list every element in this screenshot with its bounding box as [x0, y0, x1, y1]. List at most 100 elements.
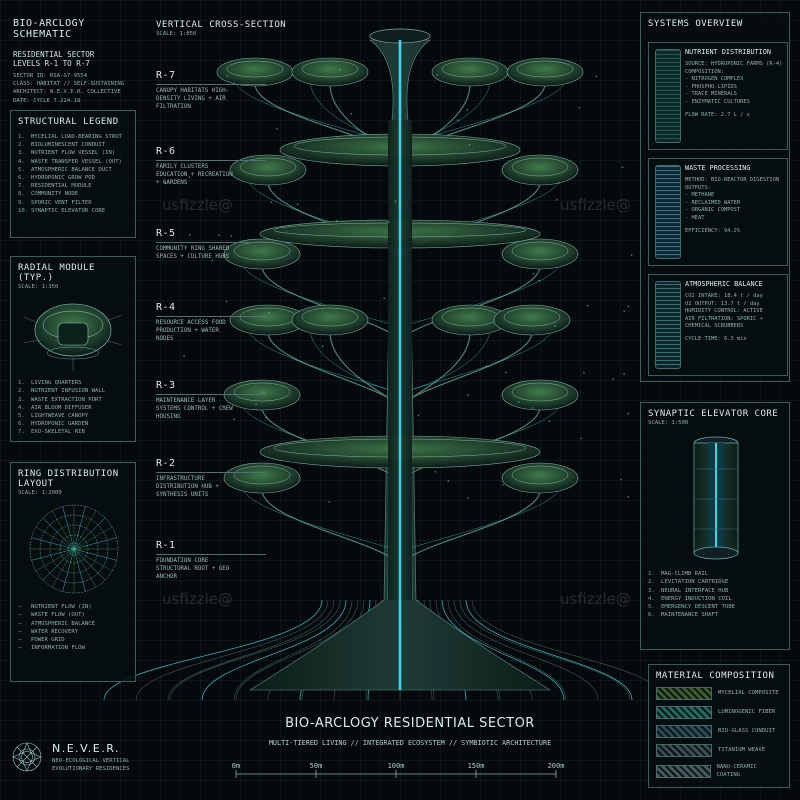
elevator-item: 6.MAINTENANCE SHAFT — [648, 611, 782, 619]
material-swatch — [656, 744, 712, 757]
ring-layout-panel: RING DISTRIBUTION LAYOUT SCALE: 1:2000 —… — [10, 462, 136, 682]
level-leader-line — [156, 84, 266, 85]
nutrient-line: - TRACE MINERALS — [685, 91, 783, 99]
radial-module-title: RADIAL MODULE (TYP.) — [18, 263, 128, 283]
bioluminescent-point — [255, 403, 257, 405]
legend-label: LIGHTWEAVE CANOPY — [31, 412, 88, 420]
footer-block: BIO-ARCLOGY RESIDENTIAL SECTOR MULTI-TIE… — [220, 716, 600, 747]
elevator-item: 5.EMERGENCY DESCENT TUBE — [648, 603, 782, 611]
legend-label: WASTE TRANSFER VESSEL (OUT) — [31, 158, 122, 166]
structural-legend-item: 10.SYNAPTIC ELEVATOR CORE — [18, 207, 128, 215]
branch-conduit — [310, 80, 390, 142]
bioluminescent-point — [532, 407, 534, 409]
ring-layout-item: —INFORMATION FLOW — [18, 644, 128, 652]
bioluminescent-point — [622, 167, 624, 169]
header-line: RESIDENTIAL SECTOR — [13, 50, 129, 59]
radial-module-item: 6.HYDROPONIC GARDEN — [18, 420, 128, 428]
branch-strut — [408, 332, 470, 400]
radial-module-item: 1.LIVING QUARTERS — [18, 379, 128, 387]
ring-spoke — [74, 549, 112, 571]
level-tag: R-2 — [156, 458, 236, 469]
bioluminescent-point — [620, 479, 622, 481]
bioluminescent-point — [502, 484, 504, 486]
material-label: BIO-GLASS CONDUIT — [718, 727, 775, 735]
section-title: VERTICAL CROSS-SECTION — [156, 20, 286, 30]
bioluminescent-point — [554, 325, 556, 327]
footer-subtitle: MULTI-TIERED LIVING // INTEGRATED ECOSYS… — [220, 739, 600, 747]
scale-label: 150m — [468, 762, 485, 770]
structural-legend-item: 2.BIOLUMINESCENT CONDUIT — [18, 141, 128, 149]
atmo-line: O2 OUTPUT: 13.7 t / day — [685, 301, 783, 309]
material-label: TITANIUM WEAVE — [718, 746, 765, 754]
elevator-core-illustration — [648, 429, 784, 564]
atmospheric-balance-card: ATMOSPHERIC BALANCE CO2 INTAKE: 18.4 t /… — [648, 274, 788, 376]
waste-line: - ORGANIC COMPOST — [685, 207, 783, 215]
legend-label: EMERGENCY DESCENT TUBE — [661, 603, 735, 611]
legend-marker: — — [18, 611, 27, 619]
legend-marker: 5. — [18, 412, 27, 420]
bioluminescent-point — [322, 345, 324, 347]
header-line: LEVELS R-1 TO R-7 — [13, 59, 129, 68]
ring-layout-item: — POWER GRID — [18, 636, 128, 644]
waste-title: WASTE PROCESSING — [685, 164, 783, 173]
brand-line: NEO-ECOLOGICAL VERTICAL — [52, 757, 129, 765]
legend-marker: 2. — [18, 141, 27, 149]
legend-label: POWER GRID — [31, 636, 65, 644]
ring-spoke — [74, 549, 105, 580]
material-title: MATERIAL COMPOSITION — [656, 671, 782, 681]
legend-label: HYDROPONIC GROW POD — [31, 174, 95, 182]
bioluminescent-point — [437, 74, 439, 76]
scale-label: 50m — [310, 762, 323, 770]
ring-spoke — [36, 549, 74, 571]
atmo-title: ATMOSPHERIC BALANCE — [685, 280, 783, 289]
watermark: usfizzle@ — [162, 196, 233, 214]
ring-spoke — [74, 549, 85, 592]
branch-strut — [330, 332, 392, 400]
radial-module-panel: RADIAL MODULE (TYP.) SCALE: 1:350 1.LIVI… — [10, 256, 136, 442]
structural-legend-item: 7.RESIDENTIAL MODULE — [18, 182, 128, 190]
structural-legend-title: STRUCTURAL LEGEND — [18, 117, 128, 127]
material-label: MYCELIAL COMPOSITE — [718, 689, 779, 697]
legend-label: LIVING QUARTERS — [31, 379, 82, 387]
elevator-title: SYNAPTIC ELEVATOR CORE — [648, 409, 782, 419]
scale-label: 200m — [548, 762, 565, 770]
radial-module-item: 3.WASTE EXTRACTION PORT — [18, 396, 128, 404]
legend-marker: — — [18, 603, 27, 611]
legend-marker: 8. — [18, 190, 27, 198]
scale-label: 0m — [232, 762, 240, 770]
legend-marker: — — [18, 628, 27, 636]
bioluminescent-point — [467, 497, 469, 499]
bioluminescent-point — [336, 220, 338, 222]
bioluminescent-point — [435, 471, 437, 473]
scale-label: 100m — [388, 762, 405, 770]
legend-marker: 2. — [648, 578, 657, 586]
bioluminescent-point — [469, 144, 471, 146]
level-leader-line — [156, 242, 266, 243]
legend-marker: 4. — [648, 595, 657, 603]
level-leader-line — [156, 316, 266, 317]
header-meta: CLASS: HABITAT // SELF-SUSTAINING — [13, 80, 129, 88]
systems-overview-title: SYSTEMS OVERVIEW — [648, 19, 782, 29]
level-label-r-5: R-5COMMUNITY RING SHARED SPACES + CULTUR… — [156, 228, 236, 261]
elevator-scale: SCALE: 1:500 — [648, 419, 782, 427]
watermark: usfizzle@ — [560, 590, 631, 608]
legend-label: ATMOSPHERIC BALANCE — [31, 620, 95, 628]
bioluminescent-point — [578, 107, 580, 109]
atmo-vessel-image — [655, 281, 681, 369]
bioluminescent-point — [486, 365, 488, 367]
level-label-r-4: R-4RESOURCE ACCESS FOOD PRODUCTION + WAT… — [156, 302, 236, 343]
bioluminescent-point — [612, 378, 614, 380]
ring-layout-item: —WASTE FLOW (OUT) — [18, 611, 128, 619]
ring-spoke — [74, 538, 117, 549]
bioluminescent-point — [628, 413, 630, 415]
material-label: LUMINOGENIC FIBER — [718, 708, 775, 716]
legend-marker: 7. — [18, 182, 27, 190]
structural-legend-item: 4.WASTE TRANSFER VESSEL (OUT) — [18, 158, 128, 166]
nutrient-line: - PHOSPHO-LIPIDS — [685, 84, 783, 92]
bioluminescent-point — [297, 204, 299, 206]
legend-marker: — — [18, 644, 27, 652]
bioluminescent-point — [350, 113, 352, 115]
section-scale: SCALE: 1:850 — [156, 30, 286, 38]
bioluminescent-point — [623, 373, 625, 375]
legend-marker: — — [18, 636, 27, 644]
